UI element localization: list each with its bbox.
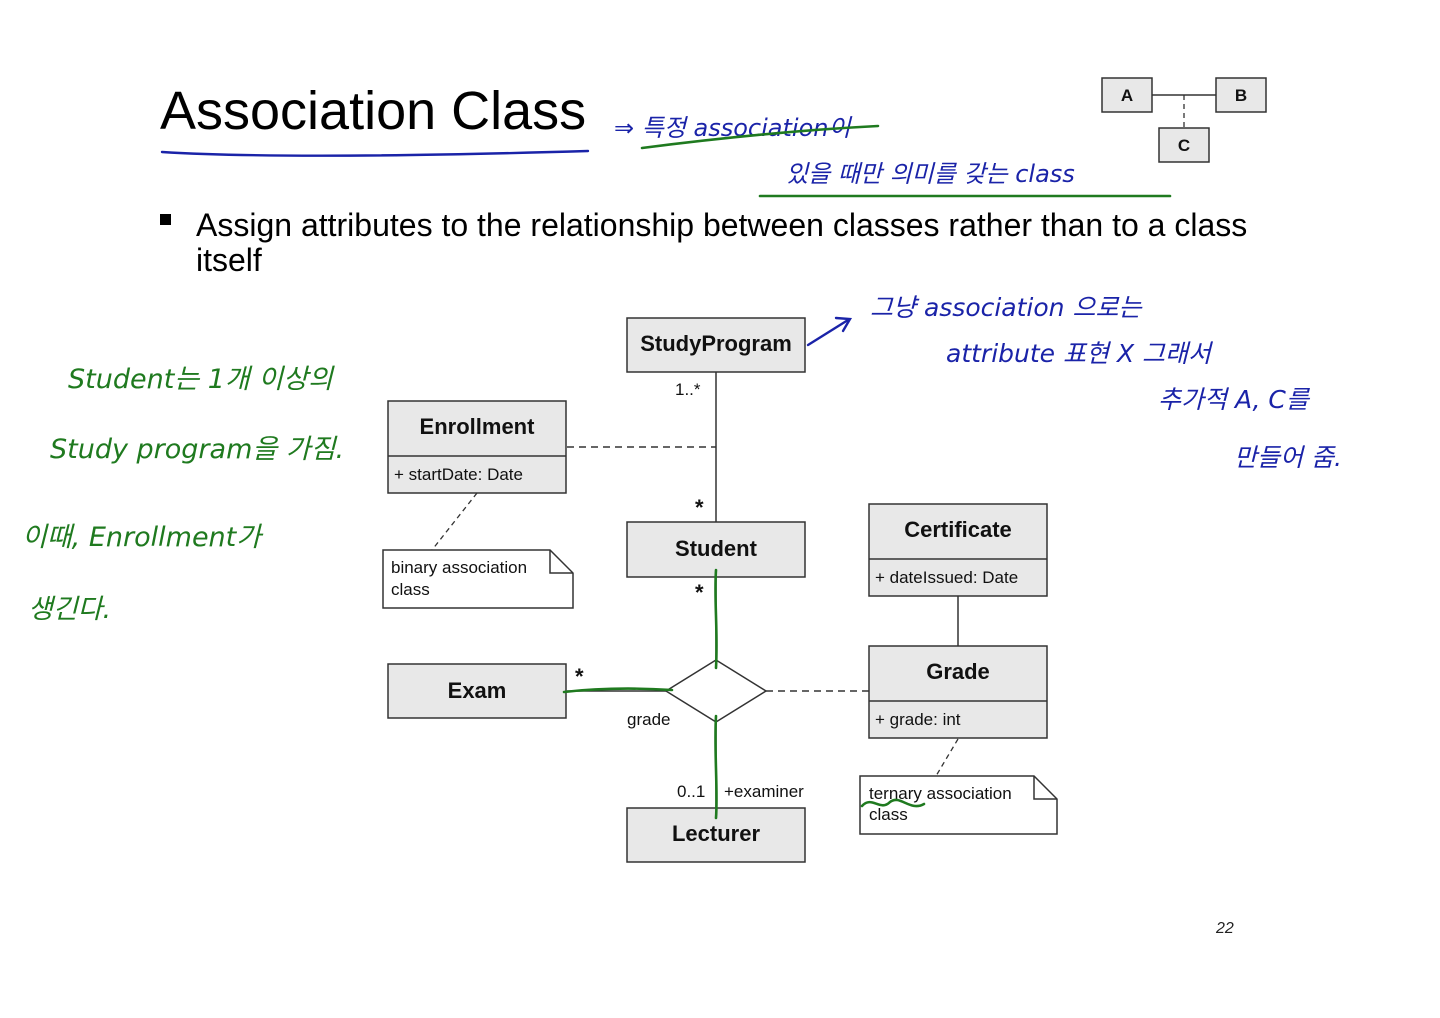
hw-left-note-3: 이때, Enrollment가 (22, 522, 264, 553)
mini-class-a-label: A (1121, 86, 1133, 105)
class-name: Student (675, 536, 758, 561)
class-grade: Grade + grade: int (868, 645, 1048, 739)
class-attribute: + grade: int (875, 710, 961, 729)
multiplicity-lecturer: 0..1 (677, 782, 705, 801)
mini-class-c-label: C (1178, 136, 1190, 155)
class-exam: Exam (387, 663, 567, 719)
class-name: Certificate (904, 517, 1012, 542)
note-line-2: class (391, 580, 430, 599)
green-trace-exam-line (562, 687, 674, 694)
arrow-head-icon (834, 316, 853, 333)
role-examiner: +examiner (724, 782, 804, 801)
arrow-line (806, 318, 850, 347)
hw-title-note-2: 있을 때만 의미를 갖는 class (786, 160, 1075, 188)
role-grade: grade (627, 710, 670, 729)
ternary-association-diamond (664, 659, 768, 723)
note-binary-association: binary association class (382, 549, 574, 609)
bullet-text: Assign attributes to the relationship be… (196, 207, 1248, 279)
mini-class-c (1158, 127, 1210, 163)
green-trace-lecturer-line (714, 714, 718, 820)
class-student: Student (626, 521, 806, 578)
note-ternary-association: ternary association class (859, 775, 1058, 835)
class-certificate: Certificate + dateIssued: Date (868, 503, 1048, 597)
note-line-2: class (869, 805, 908, 824)
multiplicity-exam: * (575, 664, 584, 689)
handwriting-blue: ⇒ 특정 association이 있을 때만 의미를 갖는 class 그냥 … (160, 114, 1342, 472)
title-underline (160, 149, 590, 157)
mini-diagram: A B C (1101, 77, 1267, 163)
slide-title: Association Class (160, 81, 587, 141)
multiplicity-student-top: * (695, 495, 704, 520)
class-name: Grade (926, 659, 990, 684)
class-name: Enrollment (420, 414, 536, 439)
ternary-note-anchor (935, 738, 959, 777)
multiplicity-student-bottom: * (695, 580, 704, 605)
hw-right-note-3: 추가적 A, C를 (1158, 385, 1311, 414)
green-underline-title-note (640, 124, 880, 150)
class-name: StudyProgram (640, 331, 792, 356)
hw-right-note-2: attribute 표현 X 그래서 (946, 339, 1214, 368)
class-name: Lecturer (672, 821, 760, 846)
hw-left-note-4: 생긴다. (28, 594, 111, 625)
page-number: 22 (1216, 920, 1234, 937)
binary-note-anchor (431, 492, 478, 551)
class-attribute: + startDate: Date (394, 465, 523, 484)
hw-right-note-1: 그냥 association 으로는 (870, 293, 1143, 322)
class-study-program: StudyProgram (626, 317, 806, 373)
multiplicity-study-program: 1..* (675, 380, 701, 399)
mini-class-b-label: B (1235, 86, 1247, 105)
hw-right-note-4: 만들어 줌. (1234, 443, 1342, 472)
class-name: Exam (448, 678, 507, 703)
mini-class-b (1215, 77, 1267, 113)
green-scribble-ternary (860, 798, 926, 808)
note-line-1: ternary association (869, 784, 1012, 803)
class-enrollment: Enrollment + startDate: Date (387, 400, 567, 494)
hw-left-note-1: Student는 1개 이상의 (68, 364, 335, 395)
mini-class-a (1101, 77, 1153, 113)
class-attribute: + dateIssued: Date (875, 568, 1018, 587)
bullet-square-icon (160, 214, 171, 225)
handwriting-green: Student는 1개 이상의 Study program을 가짐. 이때, E… (22, 124, 1172, 820)
green-trace-student-line (714, 568, 718, 670)
hw-left-note-2: Study program을 가짐. (50, 434, 344, 465)
note-line-1: binary association (391, 558, 527, 577)
